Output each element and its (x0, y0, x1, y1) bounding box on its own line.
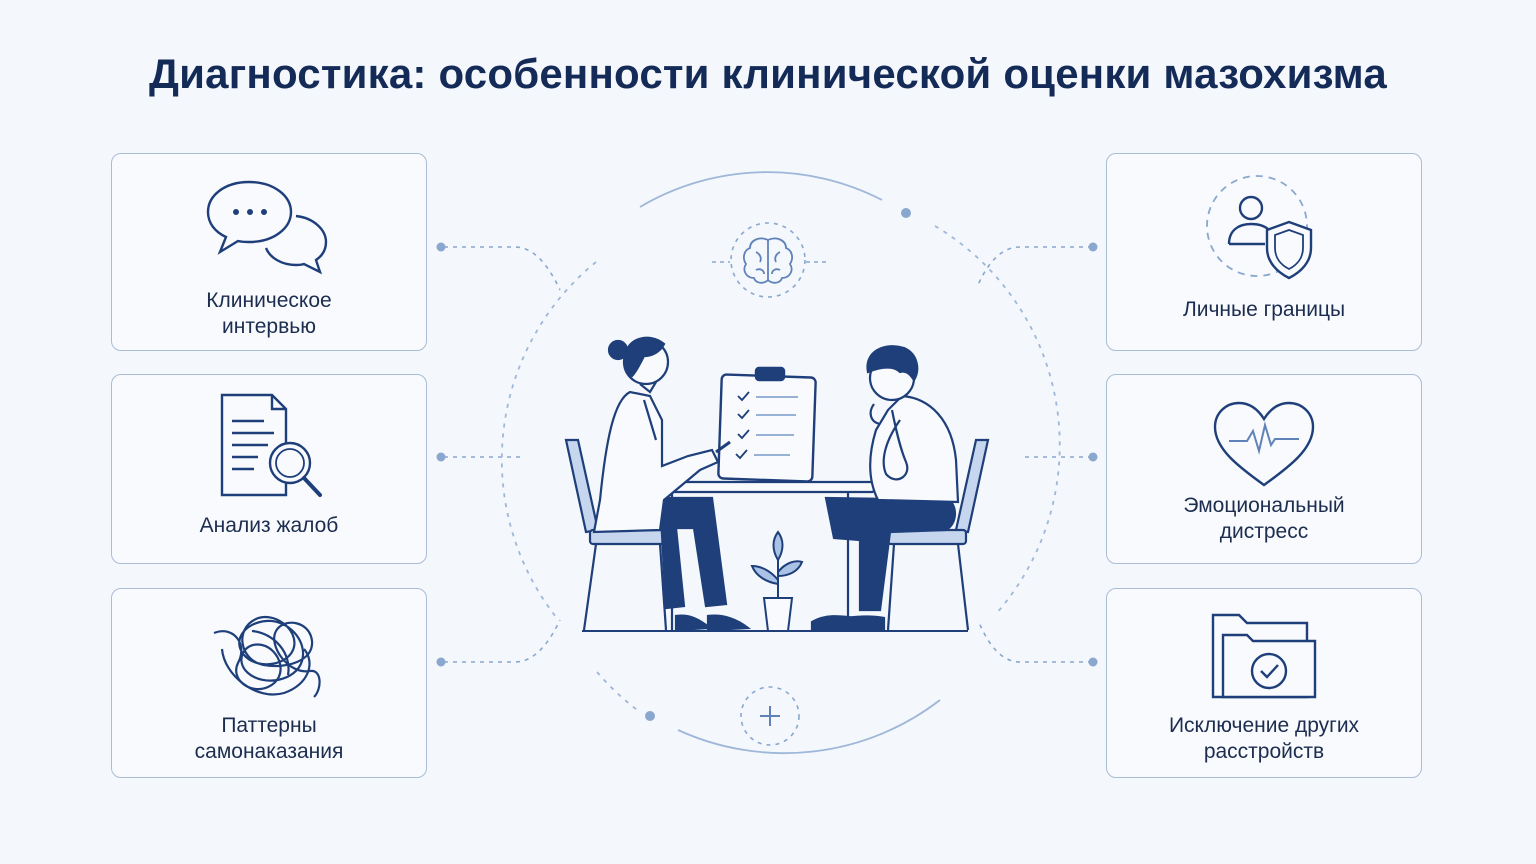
chat-bubbles-icon (112, 178, 426, 278)
heart-pulse-icon (1107, 399, 1421, 491)
plant-icon (750, 530, 804, 632)
card-complaint-analysis: Анализ жалоб (111, 374, 427, 564)
card-self-punishment-patterns: Паттерны самонаказания (111, 588, 427, 778)
card-label: Эмоциональный дистресс (1183, 494, 1345, 543)
clinician-figure (592, 336, 751, 632)
person-shield-icon (1107, 172, 1421, 284)
card-emotional-distress: Эмоциональный дистресс (1106, 374, 1422, 564)
checklist-clipboard (717, 366, 817, 483)
page-title: Диагностика: особенности клинической оце… (149, 50, 1387, 97)
card-label: Исключение других расстройств (1168, 714, 1360, 763)
card-personal-boundaries: Личные границы (1106, 153, 1422, 351)
plus-icon (740, 686, 800, 746)
card-label: Анализ жалоб (199, 514, 339, 537)
brain-icon (712, 222, 826, 298)
card-label: Личные границы (1182, 298, 1346, 321)
card-label: Паттерны самонаказания (194, 714, 344, 763)
patient-figure (810, 345, 960, 632)
card-label: Клиническое интервью (206, 289, 332, 338)
card-clinical-interview: Клиническое интервью (111, 153, 427, 351)
document-magnifier-icon (112, 391, 426, 503)
folder-check-icon (1107, 611, 1421, 703)
tangled-scribble-icon (112, 605, 426, 705)
card-excluding-other-disorders: Исключение других расстройств (1106, 588, 1422, 778)
